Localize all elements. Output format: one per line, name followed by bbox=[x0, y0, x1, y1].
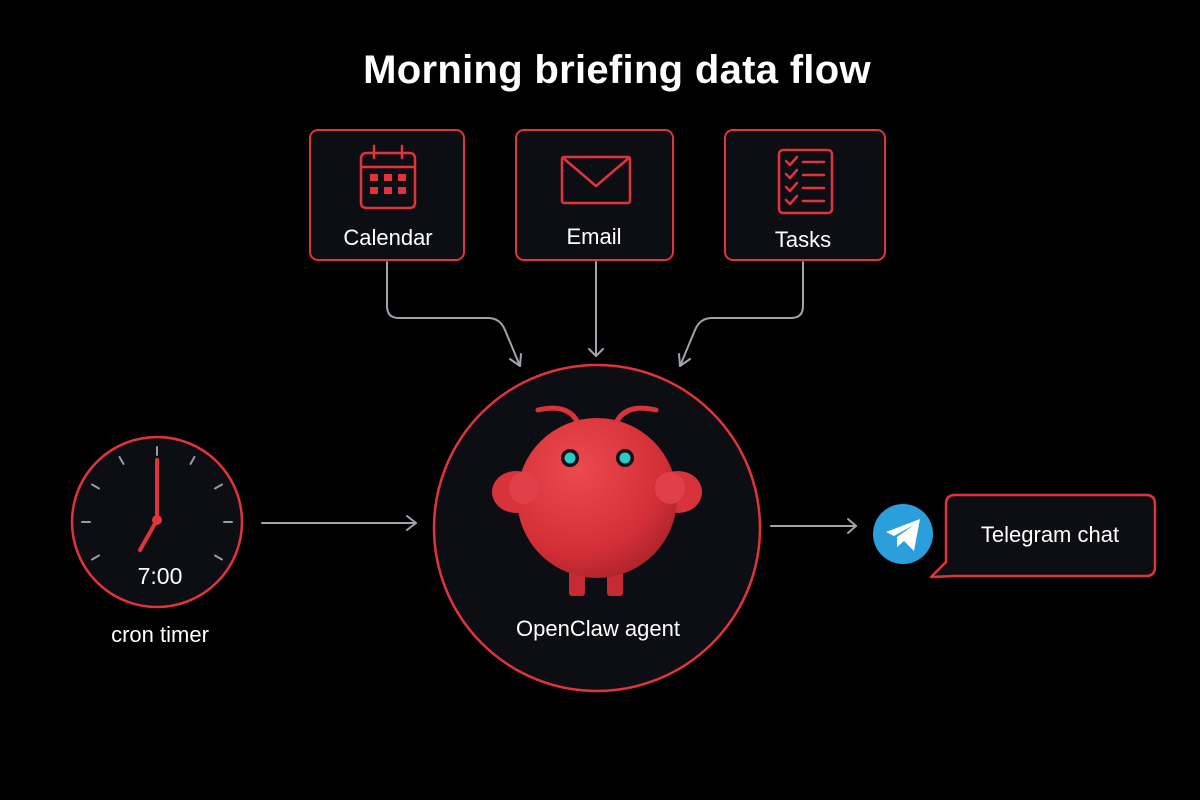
tasks-label: Tasks bbox=[774, 227, 832, 252]
calendar-node bbox=[309, 129, 465, 261]
telegram-icon bbox=[873, 504, 933, 564]
calendar-arrowhead bbox=[509, 353, 522, 367]
flow-arrows bbox=[261, 261, 857, 534]
cron-timer-label: cron timer bbox=[111, 622, 209, 647]
tasks-arrowhead bbox=[678, 353, 691, 367]
diagram-title: Morning briefing data flow bbox=[363, 48, 871, 92]
checklist-icon bbox=[777, 148, 834, 215]
email-arrowhead bbox=[588, 348, 604, 357]
telegram-chat-node bbox=[929, 493, 1157, 579]
telegram-arrowhead bbox=[847, 518, 857, 534]
telegram-chat-label: Telegram chat bbox=[980, 522, 1120, 547]
email-node bbox=[515, 129, 674, 261]
clock-icon bbox=[70, 435, 244, 609]
calendar-icon bbox=[359, 144, 417, 210]
clock-hour-hand bbox=[138, 518, 159, 552]
tasks-to-agent-arrow bbox=[679, 261, 804, 367]
calendar-to-agent-arrow bbox=[386, 261, 521, 367]
envelope-icon bbox=[560, 155, 632, 205]
clock-time: 7:00 bbox=[137, 563, 183, 589]
agent-label: OpenClaw agent bbox=[516, 616, 680, 641]
tasks-node bbox=[724, 129, 886, 261]
clock-arrowhead bbox=[406, 515, 417, 531]
calendar-label: Calendar bbox=[343, 225, 433, 250]
openclaw-mascot-icon bbox=[492, 405, 702, 596]
email-label: Email bbox=[566, 224, 622, 249]
